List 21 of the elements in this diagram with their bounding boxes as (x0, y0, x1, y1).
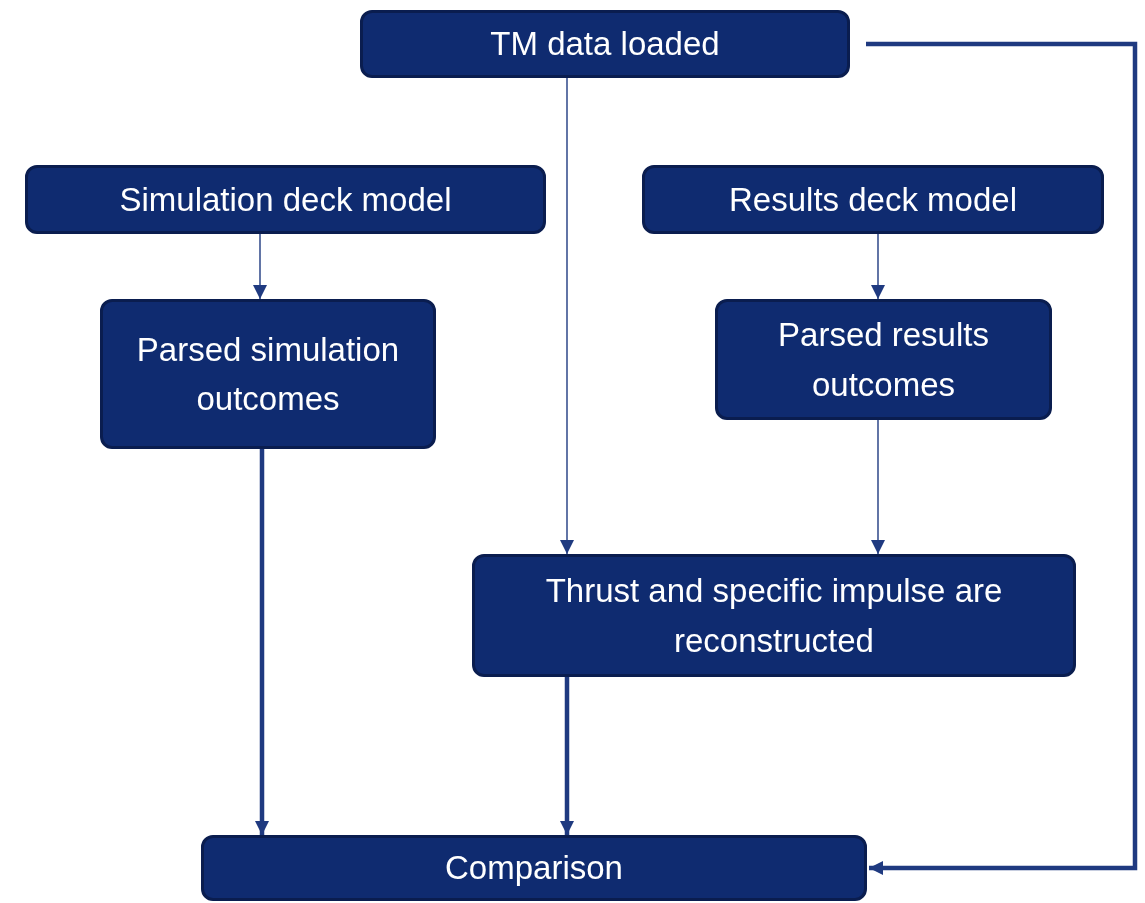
box-label: Simulation deck model (119, 179, 452, 220)
process-box (100, 299, 436, 449)
process-box (642, 165, 1104, 234)
box-label: TM data loaded (490, 24, 720, 65)
box-label: Comparison (445, 848, 623, 889)
arrow (871, 233, 885, 300)
process-box (360, 10, 850, 78)
box-label: Parsed simulation outcomes (135, 329, 401, 419)
box-label: Parsed results outcomes (777, 315, 990, 405)
arrow (255, 449, 269, 835)
process-box (201, 835, 867, 901)
arrow (253, 233, 267, 300)
box-label: Results deck model (729, 179, 1017, 220)
arrow (871, 419, 885, 555)
box-label: Thrust and specific impulse are reconstructed (544, 571, 1004, 661)
process-box (472, 554, 1076, 677)
process-box (25, 165, 546, 234)
arrow (560, 77, 574, 555)
process-box (715, 299, 1052, 420)
arrow (560, 677, 574, 835)
arrow (866, 41, 1138, 875)
